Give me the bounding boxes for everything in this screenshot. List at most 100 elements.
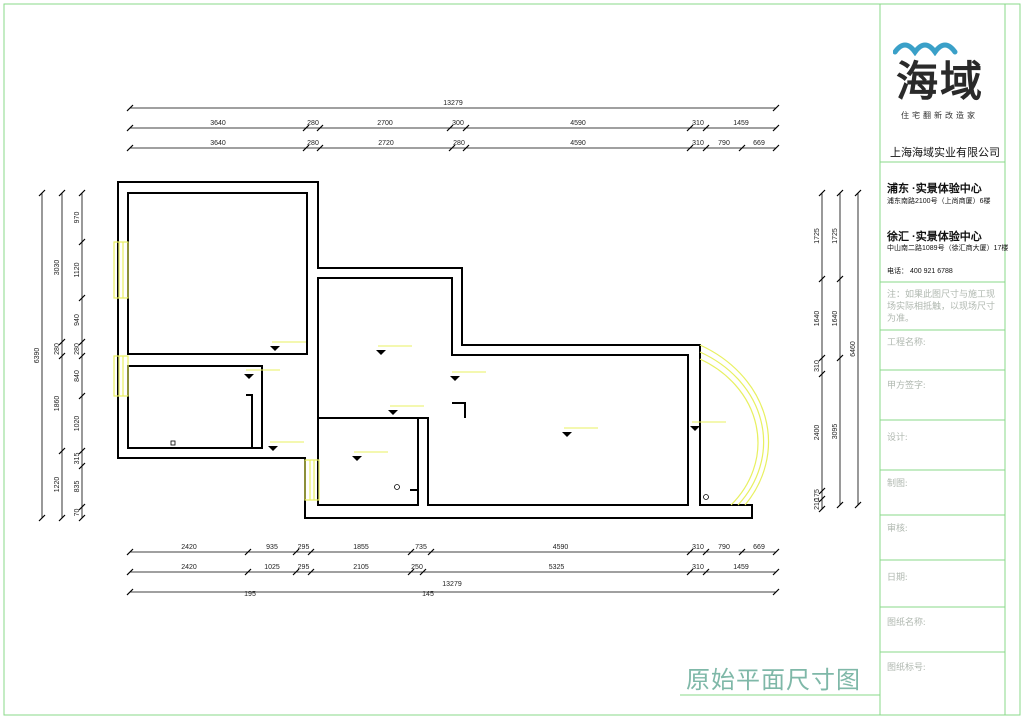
top-row1-dim-tick [462, 124, 470, 132]
right-inner-dim-label: 2400 [814, 425, 821, 441]
bottom-row2-dim-tick [126, 568, 134, 576]
field-project-name: 工程名称: [887, 337, 926, 347]
top-row2-dim-tick [702, 144, 710, 152]
top-row1-dim-label: 4590 [570, 120, 586, 127]
field-drawing-name: 图纸名称: [887, 617, 926, 627]
top-row2-dim-tick [126, 144, 134, 152]
left-mid-dim-tick [58, 447, 66, 455]
top-row2-dim-label: 280 [307, 140, 319, 147]
room-tag [562, 427, 598, 437]
left-inner-dim-tick [78, 447, 86, 455]
title-block-grid [880, 161, 1005, 653]
left-mid-dim-tick [58, 514, 66, 522]
room-tag [376, 345, 412, 355]
right-inner-dim-tick [818, 487, 826, 495]
room-tag [270, 341, 306, 351]
top-row2-dim-tick [448, 144, 456, 152]
top-row1-dim-label: 3640 [210, 120, 226, 127]
right-inner-dim-label: 310 [814, 360, 821, 372]
window-left-lower [113, 355, 129, 397]
top-row2-dim-label: 3640 [210, 140, 226, 147]
bottom-row2-dim-label: 1025 [264, 564, 280, 571]
bottom-row2-dim-tick [772, 568, 780, 576]
bottom-row2-dim-label: 310 [692, 564, 704, 571]
top-row2-dim-label: 4590 [570, 140, 586, 147]
bay-window-arc [699, 344, 770, 506]
left-inner-dim-tick [78, 294, 86, 302]
bottom-row1-dim-label: 4590 [553, 544, 569, 551]
right-mid-dim-tick [836, 501, 844, 509]
drawing-title: 原始平面尺寸图 [686, 668, 861, 694]
top-row1-dim-tick [446, 124, 454, 132]
bottom-row1-dim-tick [738, 548, 746, 556]
bottom-row1-dim-label: 295 [298, 544, 310, 551]
top-row1-dim-label: 310 [692, 120, 704, 127]
right-outer-dim-tick [854, 501, 862, 509]
bottom-row1-dim-tick [686, 548, 694, 556]
bottom-row2-dim-tick [244, 568, 252, 576]
company-logo: 海域 [896, 58, 985, 105]
left-inner-dim-tick [78, 503, 86, 511]
left-inner-dim-tick [78, 392, 86, 400]
right-mid-dim-label: 1725 [832, 228, 839, 244]
top-row2-dim-tick [462, 144, 470, 152]
right-inner-dim-tick [818, 275, 826, 283]
top-row2-dim-tick [686, 144, 694, 152]
bottom-row1-dim-label: 1855 [353, 544, 369, 551]
left-mid-dim-tick [58, 352, 66, 360]
center2-title: 徐汇 ·实景体验中心 [887, 231, 982, 243]
top-total-dim-tick [772, 104, 780, 112]
right-inner-dim-tick [818, 354, 826, 362]
right-inner-dim-label: 1725 [814, 228, 821, 244]
window-left-upper [113, 241, 129, 299]
top-row2-dim-label: 2720 [378, 140, 394, 147]
center1-address: 浦东南路2100号（上尚商厦）6楼 [887, 198, 991, 205]
left-inner-dim-tick [78, 238, 86, 246]
left-inner-dim-label: 280 [74, 343, 81, 355]
bottom-row2-dim-label: 295 [298, 564, 310, 571]
bottom-row2-dim-label: 2420 [181, 564, 197, 571]
bottom-row1-dim-label: 935 [266, 544, 278, 551]
bottom-row3-label: 195 [244, 591, 256, 598]
bottom-total-dim-tick [772, 588, 780, 596]
bottom-row2-dim-label: 250 [411, 564, 423, 571]
left-inner-dim-label: 1020 [74, 416, 81, 432]
left-inner-dim-label: 70 [74, 509, 81, 517]
left-mid-dim-label: 1220 [54, 477, 61, 493]
left-inner-dim-label: 970 [74, 212, 81, 224]
bottom-total-dim-tick [126, 588, 134, 596]
bottom-row1-dim-label: 669 [753, 544, 765, 551]
top-row1-dim-label: 300 [452, 120, 464, 127]
room-tag [690, 421, 726, 431]
bottom-row1-dim-label: 790 [718, 544, 730, 551]
top-row2-dim-label: 310 [692, 140, 704, 147]
wave-icon [893, 42, 958, 56]
bottom-row1-dim-label: 310 [692, 544, 704, 551]
room-tags [170, 341, 726, 500]
left-inner-dim-tick [78, 514, 86, 522]
top-row2-dim-tick [302, 144, 310, 152]
left-inner-dim-tick [78, 189, 86, 197]
bottom-row2-dim-label: 2105 [353, 564, 369, 571]
top-row1-dim-label: 280 [307, 120, 319, 127]
right-inner-dim-tick [818, 370, 826, 378]
room-tag [450, 371, 486, 381]
bottom-row1-dim-tick [292, 548, 300, 556]
top-row2-dim-label: 790 [718, 140, 730, 147]
top-row1-dim-tick [686, 124, 694, 132]
top-row2-dim-tick [316, 144, 324, 152]
bottom-row3-label: 13279 [442, 581, 462, 588]
right-inner-dim-tick [818, 505, 826, 513]
right-mid-dim-tick [836, 189, 844, 197]
right-mid-dim-label: 3095 [832, 424, 839, 440]
top-row1-dim-tick [126, 124, 134, 132]
top-total-dim-label: 13279 [443, 100, 463, 107]
left-inner-dim-label: 835 [74, 481, 81, 493]
left-inner-dim-tick [78, 462, 86, 470]
left-inner-dim-tick [78, 352, 86, 360]
field-reviewer: 审核: [887, 523, 908, 533]
bottom-row1-dim-tick [702, 548, 710, 556]
left-inner-dim-label: 1120 [74, 262, 81, 277]
center1-title: 浦东 ·实景体验中心 [887, 183, 982, 195]
